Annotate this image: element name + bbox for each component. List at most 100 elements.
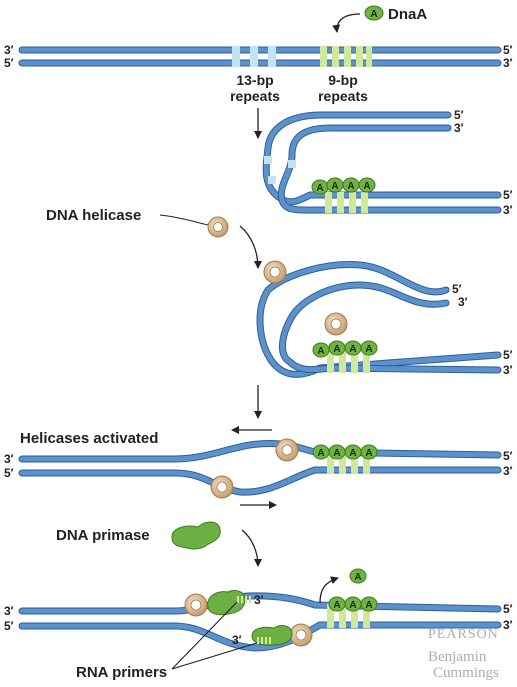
dnaa-protein: A <box>360 596 378 612</box>
svg-text:A: A <box>349 448 356 459</box>
panel-4-helicases-activated: A A A A Helicases activated 3′ 5′ 5′ 3′ … <box>4 426 513 567</box>
panel-5-primer-synthesis: A A A A <box>4 568 513 681</box>
end-label: 5′ <box>503 348 513 362</box>
svg-text:A: A <box>349 344 356 355</box>
svg-text:A: A <box>365 600 372 611</box>
end-label: 5′ <box>4 56 14 70</box>
publisher-imprint: Cummings <box>433 665 499 681</box>
svg-text:A: A <box>317 346 324 357</box>
svg-text:A: A <box>316 183 323 194</box>
label-dnaa: DnaA <box>388 6 427 23</box>
dna-strand-bottom <box>277 124 502 214</box>
label-9bp: repeats <box>318 88 368 104</box>
helicase-ring <box>275 438 299 462</box>
end-label: 5′ <box>4 466 14 480</box>
panel-2-dnaa-binding: A A A A 5′ 3′ 5′ 3′ DNA helicase <box>46 108 513 269</box>
dnaa-protein: A <box>326 177 344 193</box>
leader-line <box>171 642 258 670</box>
end-label: 3′ <box>458 295 468 309</box>
label-rna-primers: RNA primers <box>76 664 167 681</box>
label-9bp: 9-bp <box>328 72 358 88</box>
helicase-ring <box>324 312 348 336</box>
dnaa-protein-released: A <box>349 568 367 584</box>
end-label: 3′ <box>4 604 14 618</box>
rna-primer <box>237 596 251 603</box>
leader-line <box>171 601 238 670</box>
end-label: 3′ <box>254 593 264 607</box>
repeats-9bp <box>327 352 370 373</box>
helicase-ring <box>184 593 208 617</box>
primase-protein <box>171 521 221 550</box>
svg-text:A: A <box>370 9 377 20</box>
arrow <box>319 576 339 604</box>
repeats-13bp <box>232 46 276 67</box>
end-label: 3′ <box>503 464 513 478</box>
arrow <box>239 225 262 269</box>
dnaa-protein: A <box>344 444 362 460</box>
repeats-9bp <box>327 604 370 628</box>
end-label: 3′ <box>4 43 14 57</box>
dna-strand-top <box>256 261 502 378</box>
arrow <box>241 529 262 567</box>
end-label: 5′ <box>452 282 462 296</box>
end-label: 5′ <box>454 108 464 122</box>
dna-strand-top <box>18 439 502 463</box>
primase-protein <box>207 589 246 616</box>
dna-strand-top <box>262 111 502 206</box>
dnaa-protein: A <box>311 179 329 195</box>
svg-text:A: A <box>365 344 372 355</box>
svg-text:A: A <box>363 181 370 192</box>
dnaa-protein-legend: A <box>364 5 384 21</box>
dnaa-protein: A <box>328 596 346 612</box>
helicase-ring <box>207 216 229 238</box>
repeats-9bp <box>327 450 370 474</box>
svg-text:A: A <box>333 448 340 459</box>
dnaa-protein: A <box>358 177 376 193</box>
end-label: 3′ <box>503 56 513 70</box>
repeats-9bp <box>325 192 368 213</box>
dnaa-protein: A <box>312 444 330 460</box>
dnaa-protein: A <box>312 342 330 358</box>
end-label: 3′ <box>454 121 464 135</box>
end-label: 3′ <box>4 452 14 466</box>
panel-3-helicase-loading: A A A A 5′ 3′ 5′ 3′ <box>254 260 513 419</box>
helicase-ring <box>289 623 313 647</box>
dna-strand-bottom <box>279 281 502 374</box>
publisher-name: PEARSON <box>428 627 499 642</box>
end-label: 3′ <box>503 363 513 377</box>
repeats-13bp <box>264 156 296 184</box>
end-label: 5′ <box>503 602 513 616</box>
svg-text:A: A <box>365 448 372 459</box>
svg-text:A: A <box>354 572 361 583</box>
end-label: 5′ <box>503 188 513 202</box>
publisher-imprint: Benjamin <box>428 649 487 665</box>
label-dna-primase: DNA primase <box>56 527 150 544</box>
rna-primer <box>257 637 271 644</box>
end-label: 3′ <box>503 618 513 632</box>
dna-strand-bottom <box>18 466 502 496</box>
leader-line <box>159 214 209 226</box>
svg-text:A: A <box>317 448 324 459</box>
label-13bp: 13-bp <box>236 72 273 88</box>
label-13bp: repeats <box>230 88 280 104</box>
dnaa-protein: A <box>342 177 360 193</box>
end-label: 5′ <box>4 619 14 633</box>
panel-1-initial-duplex: 3′ 5′ 5′ 3′ 13-bp repeats 9-bp repeats A… <box>4 5 513 139</box>
svg-text:A: A <box>347 181 354 192</box>
publisher-watermark: PEARSON Benjamin Cummings <box>428 627 499 681</box>
end-label: 5′ <box>503 43 513 57</box>
helicase-ring <box>263 260 287 284</box>
svg-text:A: A <box>333 344 340 355</box>
dnaa-protein: A <box>360 444 378 460</box>
svg-text:A: A <box>349 600 356 611</box>
label-dna-helicase: DNA helicase <box>46 207 141 224</box>
end-label: 3′ <box>503 203 513 217</box>
dnaa-protein: A <box>344 596 362 612</box>
svg-text:A: A <box>333 600 340 611</box>
repeats-9bp <box>320 46 372 67</box>
dnaa-protein: A <box>360 340 378 356</box>
end-label: 3′ <box>232 633 242 647</box>
arrow <box>332 13 361 33</box>
